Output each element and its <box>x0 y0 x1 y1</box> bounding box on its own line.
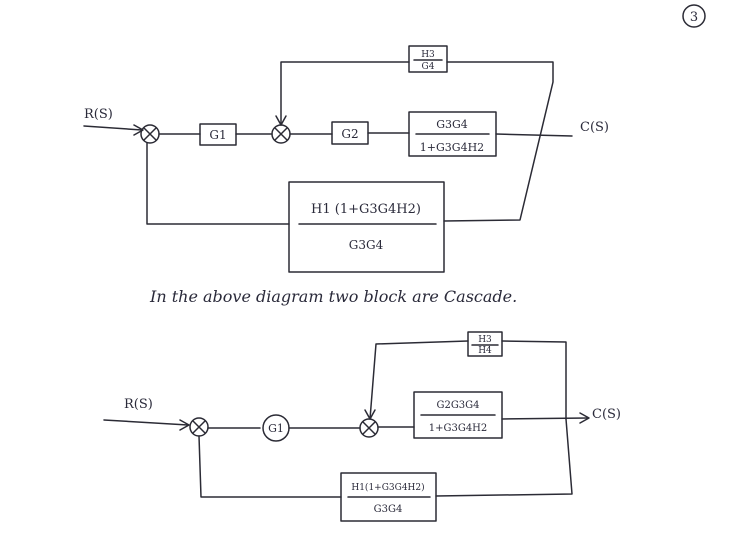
diagram-2-output-arrow <box>579 412 590 424</box>
diagram-1-forward-den: 1+G3G4H2 <box>420 141 484 154</box>
diagram-1-top-loop-right <box>443 61 554 222</box>
diagram-2-top-loop-right <box>501 340 567 420</box>
diagram-1-summing-junction-1 <box>140 124 160 144</box>
diagram-2-input-line <box>103 419 189 426</box>
diagram-2-forward-den: 1+G3G4H2 <box>429 423 488 434</box>
diagram-2: R(S) G1 G2G3G4 1+G3G4H2 C(S) H3 <box>103 331 621 522</box>
diagram-2-top-feedback-num: H3 <box>478 335 492 345</box>
note-text: In the above diagram two block are Casca… <box>149 287 517 306</box>
diagram-2-input-arrow <box>179 419 190 431</box>
diagram-2-g1-label: G1 <box>268 422 284 435</box>
diagram-1-block-bottom-feedback <box>288 181 445 273</box>
diagram-2-input-label: R(S) <box>124 397 153 412</box>
diagram-1-summing-junction-2 <box>271 124 291 144</box>
diagram-1: R(S) G1 G2 G3G4 1+G3G4H2 C(S) <box>83 45 609 273</box>
diagram-2-bottom-feedback-num: H1(1+G3G4H2) <box>351 482 424 493</box>
diagram-1-bottom-feedback-num: H1 (1+G3G4H2) <box>311 202 421 217</box>
diagram-1-top-loop-left <box>280 61 410 126</box>
diagram-1-block-top-feedback <box>408 45 448 73</box>
diagram-2-output-line <box>501 417 589 420</box>
diagram-1-g1-label: G1 <box>209 128 226 142</box>
diagram-1-forward-num: G3G4 <box>436 118 468 131</box>
diagram-2-output-label: C(S) <box>592 407 621 422</box>
diagram-2-top-loop-left <box>369 340 469 420</box>
page-number: 3 <box>682 4 706 28</box>
diagram-1-top-feedback-den: G4 <box>422 62 435 72</box>
diagram-1-output-label: C(S) <box>580 120 609 135</box>
diagram-1-output-line <box>495 133 573 137</box>
diagram-1-top-loop-arrow <box>275 115 287 126</box>
page-number-circle <box>682 4 706 28</box>
diagram-2-summing-junction-1 <box>189 417 209 437</box>
diagram-2-block-top-feedback <box>467 331 503 357</box>
diagram-1-input-arrow <box>133 124 144 136</box>
diagram-1-input-label: R(S) <box>84 107 113 122</box>
diagram-1-g2-label: G2 <box>341 127 358 141</box>
diagram-2-block-forward <box>413 391 503 439</box>
diagram-2-bottom-loop-right <box>435 418 573 497</box>
diagram-2-summing-junction-2 <box>359 418 379 438</box>
diagram-2-bottom-loop-left <box>198 435 342 498</box>
diagram-2-bottom-feedback-den: G3G4 <box>374 504 403 515</box>
diagram-1-top-feedback-num: H3 <box>421 50 435 60</box>
diagram-1-bottom-feedback-den: G3G4 <box>349 238 384 252</box>
diagram-1-input-line <box>83 125 143 131</box>
diagram-2-top-loop-arrow <box>364 409 376 420</box>
page-number-text: 3 <box>690 10 698 25</box>
diagram-1-bottom-loop-left <box>146 142 290 225</box>
diagram-2-top-feedback-den: H4 <box>478 346 492 356</box>
diagram-2-forward-num: G2G3G4 <box>436 400 479 411</box>
